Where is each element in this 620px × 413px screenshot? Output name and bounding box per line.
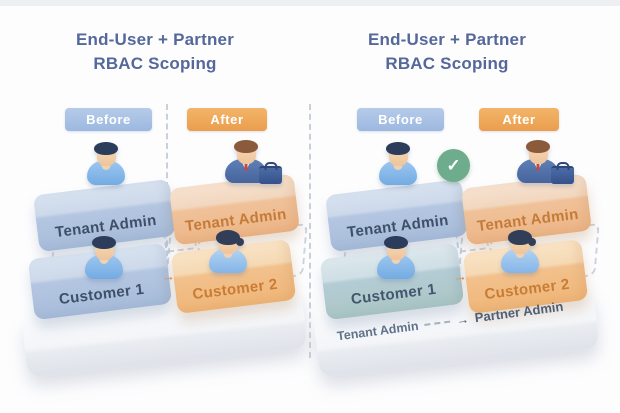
avatar-hair (508, 230, 536, 246)
customer-1-avatar (80, 236, 128, 279)
avatar-head (526, 140, 550, 164)
before-badge: Before (357, 108, 444, 131)
top-edge-strip (0, 0, 620, 6)
end-user-avatar (82, 142, 130, 185)
panel-title: End-User + Partner RBAC Scoping (292, 28, 602, 76)
avatar-hair (94, 142, 118, 155)
customer-1-avatar (372, 236, 420, 279)
avatar-hair (92, 236, 116, 249)
panel-title-line1: End-User + Partner (367, 30, 527, 49)
partner-admin-avatar (222, 140, 282, 184)
avatar-head (234, 140, 258, 164)
after-badge: After (187, 108, 267, 131)
dashed-connector (424, 320, 451, 326)
customer-2-avatar (204, 230, 252, 273)
avatar-head (92, 236, 116, 260)
panel-title-line1: End-User + Partner (75, 30, 235, 49)
briefcase-icon (551, 166, 574, 184)
panel-divider (309, 104, 311, 358)
avatar-head (216, 230, 244, 254)
avatar-hair (216, 230, 244, 246)
avatar-head (386, 142, 410, 166)
avatar-head (508, 230, 536, 254)
check-icon: ✓ (437, 149, 470, 182)
briefcase-icon (259, 166, 282, 184)
avatar-hair (234, 140, 258, 153)
partner-admin-avatar (514, 140, 574, 184)
before-after-panel-right: End-User + Partner RBAC Scoping Before A… (310, 0, 620, 413)
before-after-panel-left: End-User + Partner RBAC Scoping Before A… (0, 0, 310, 413)
end-user-avatar (374, 142, 422, 185)
panel-title-line2: RBAC Scoping (385, 54, 509, 74)
before-badge: Before (65, 108, 152, 131)
panel-title: End-User + Partner RBAC Scoping (0, 28, 310, 76)
avatar-hair-bun (528, 238, 536, 246)
avatar-hair-bun (236, 238, 244, 246)
block-label: Customer 2 (191, 275, 279, 304)
avatar-hair (384, 236, 408, 249)
avatar-head (384, 236, 408, 260)
after-badge: After (479, 108, 559, 131)
arrow-right-icon: → (455, 311, 470, 328)
avatar-hair (386, 142, 410, 155)
arrow-right-icon: → (160, 267, 176, 285)
avatar-hair (526, 140, 550, 153)
panel-title-line2: RBAC Scoping (93, 54, 217, 74)
arrow-right-icon: → (452, 267, 468, 285)
avatar-head (94, 142, 118, 166)
customer-2-avatar (496, 230, 544, 273)
